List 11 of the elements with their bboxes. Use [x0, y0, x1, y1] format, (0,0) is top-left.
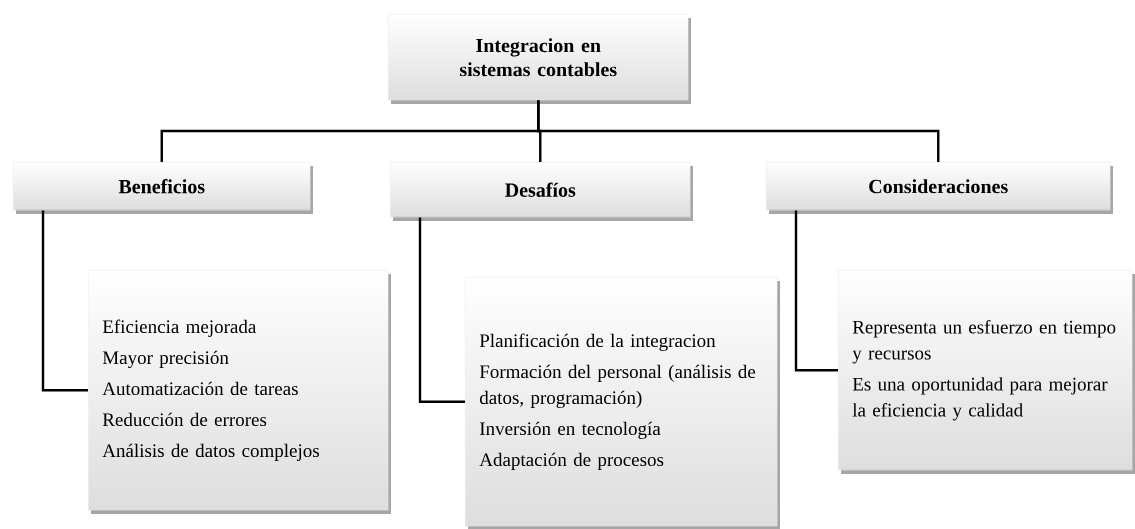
list-box: Eficiencia mejorada Mayor precisión Automatización de tareas Reducción de errores Análisis de datos complejos [88, 270, 391, 514]
heading-box: Integracion en sistemas contables [388, 14, 691, 104]
connector [537, 100, 940, 162]
heading-box: Desafíos [390, 162, 693, 221]
list-box: Planificación de la integracion Formación del personal (análisis de datos, programación) Inversión en tecnología Adaptación de procesos [465, 277, 780, 529]
list-box: Representa un esfuerzo en tiempo y recursos Es una oportunidad para mejorar la eficiencia y calidad [838, 270, 1135, 474]
connector [794, 210, 838, 372]
connector [41, 210, 88, 392]
heading-box: Consideraciones [766, 162, 1113, 214]
heading-box: Beneficios [13, 162, 313, 214]
connector [418, 217, 465, 403]
